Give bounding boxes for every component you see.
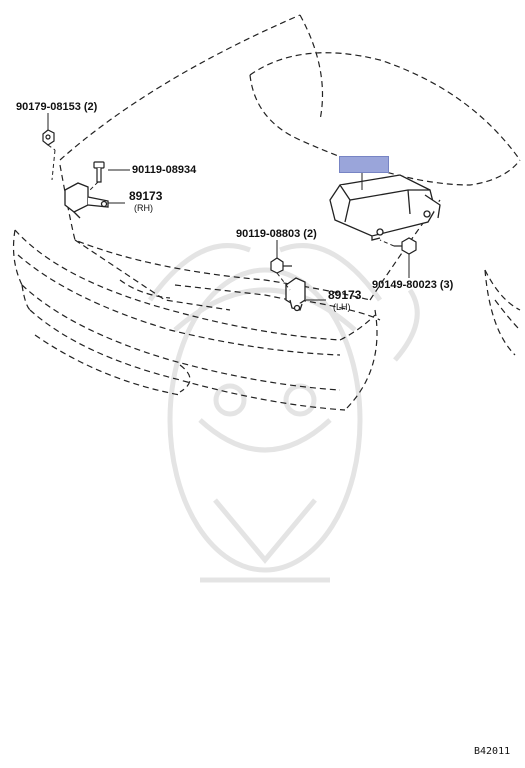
label-sensor-rh-number: 89173 bbox=[129, 189, 163, 203]
label-sensor-lh-side: (LH) bbox=[333, 302, 351, 312]
car-body-outline bbox=[12, 14, 521, 411]
airbag-control-module bbox=[329, 174, 441, 241]
bolt-right bbox=[394, 237, 417, 255]
label-sensor-rh-side: (RH) bbox=[134, 203, 153, 213]
label-sensor-lh-number: 89173 bbox=[328, 288, 362, 302]
bolt-top-left bbox=[93, 161, 105, 183]
sensor-rh-part bbox=[64, 182, 109, 219]
watermark-emblem bbox=[147, 243, 420, 583]
bolt-center bbox=[270, 257, 292, 274]
label-bolt-top-left: 90119-08934 bbox=[132, 164, 197, 176]
label-bolt-center: 90119-08803 (2) bbox=[236, 228, 317, 240]
leader-lines bbox=[47, 113, 410, 301]
diagram-code: B42011 bbox=[474, 746, 511, 757]
label-bolt-right: 90149-80023 (3) bbox=[372, 279, 454, 291]
highlight-callout-box bbox=[339, 156, 389, 173]
sensor-lh-part bbox=[285, 277, 306, 312]
nut-top-left bbox=[42, 129, 55, 146]
label-nut-top-left: 90179-08153 (2) bbox=[16, 101, 98, 113]
